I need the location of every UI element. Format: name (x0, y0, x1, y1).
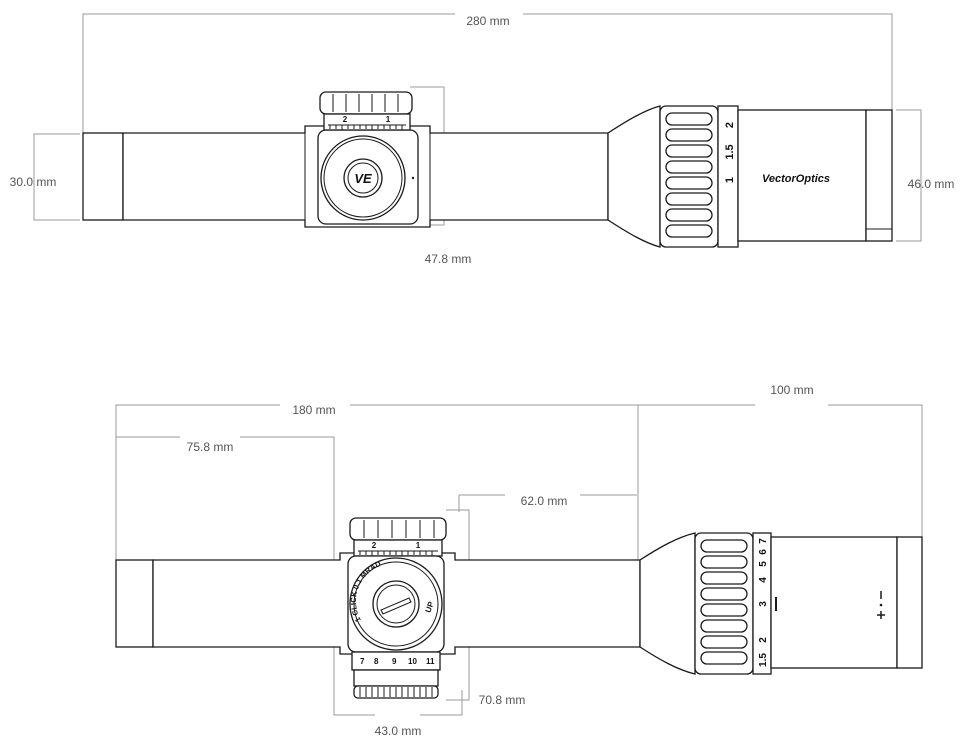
dim-turret-width: 47.8 mm (425, 252, 472, 266)
dim-length-62: 62.0 mm (521, 494, 568, 508)
side-mag-mark-2: 2 (758, 637, 769, 643)
top-mag-mark-1-5: 1.5 (724, 144, 736, 159)
dim-height-70: 70.8 mm (479, 693, 526, 707)
dim-length-100: 100 mm (770, 383, 813, 397)
side-mag-mark-7: 7 (758, 538, 769, 544)
side-mag-mark-6: 6 (758, 549, 769, 555)
side-windage-cap: 1 CLICK 0.1 MRAD UP (349, 557, 443, 651)
top-elevation-turret: 2 1 (319, 91, 413, 131)
top-turret-mark-2: 2 (343, 115, 348, 124)
illumination-plus-minus-icon (877, 591, 885, 619)
turret-up-text: UP (424, 600, 436, 614)
dim-tube-diameter: 30.0 mm (10, 175, 57, 189)
top-windage-cap: VE (320, 135, 415, 221)
side-eyepiece-body (770, 536, 898, 669)
side-elevation-turret: 2 1 (349, 517, 447, 557)
top-eyepiece-body (737, 109, 867, 242)
side-eyepiece-rim (896, 536, 923, 669)
side-dimension-lines (115, 404, 923, 716)
dim-length-180: 180 mm (292, 403, 335, 417)
side-ocular-taper (639, 532, 696, 675)
side-turret-mark-2: 2 (372, 541, 377, 550)
top-ocular-taper (607, 105, 661, 248)
side-mag-mark-5: 5 (758, 561, 769, 567)
parallax-mark-10: 10 (408, 657, 417, 666)
side-turret-mark-1: 1 (416, 541, 421, 550)
top-eyepiece-rim (865, 109, 893, 242)
brand-logo: VectorOptics (762, 173, 830, 185)
side-mag-mark-4: 4 (758, 577, 769, 583)
side-parallax-turret: 7 8 9 10 11 (351, 651, 441, 699)
top-magnification-ring: 2 1.5 1 (659, 105, 739, 248)
top-objective-bell (82, 132, 124, 221)
dim-length-75: 75.8 mm (187, 440, 234, 454)
dim-width-43: 43.0 mm (375, 724, 422, 738)
top-turret-mark-1: 1 (386, 115, 391, 124)
dim-overall-length: 280 mm (466, 14, 509, 28)
side-objective-bell (115, 559, 154, 648)
top-view: 280 mm 30.0 mm 46.0 mm 47.8 mm (10, 13, 955, 266)
side-magnification-ring: 1.5 2 3 4 5 6 7 (694, 532, 772, 675)
vector-optics-logo-icon: VE (354, 171, 372, 186)
parallax-mark-11: 11 (426, 657, 435, 666)
parallax-mark-7: 7 (360, 657, 365, 666)
top-mag-mark-1: 1 (724, 177, 736, 183)
side-mag-mark-1-5: 1.5 (758, 653, 769, 667)
dim-eyepiece-diameter: 46.0 mm (908, 177, 955, 191)
side-mag-mark-3: 3 (758, 601, 769, 607)
parallax-mark-8: 8 (374, 657, 379, 666)
parallax-mark-9: 9 (392, 657, 397, 666)
top-mag-mark-2: 2 (724, 122, 736, 128)
side-view: 180 mm 100 mm 75.8 mm 62.0 mm 70.8 mm 43… (115, 383, 923, 738)
